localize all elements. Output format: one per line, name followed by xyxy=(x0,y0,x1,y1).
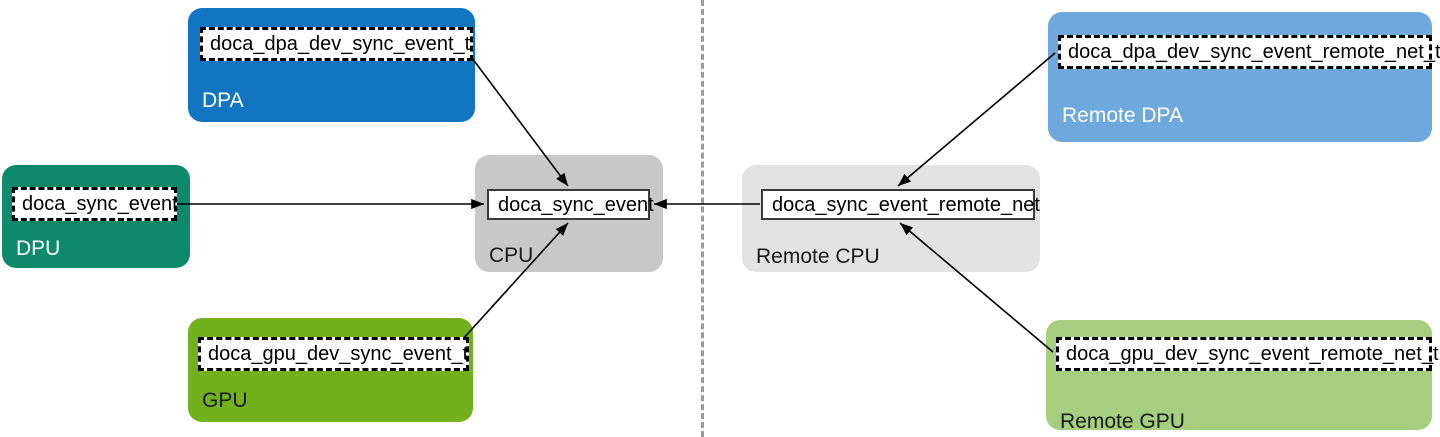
type-chip-dpu[interactable]: doca_sync_event xyxy=(12,187,178,221)
platform-box-remote-dpa[interactable]: Remote DPA xyxy=(1048,12,1432,142)
local-remote-divider xyxy=(701,0,704,437)
platform-label-gpu: GPU xyxy=(202,389,248,412)
platform-label-remote-dpa: Remote DPA xyxy=(1062,104,1183,127)
type-chip-gpu[interactable]: doca_gpu_dev_sync_event_t xyxy=(198,337,469,371)
platform-box-dpa[interactable]: DPA xyxy=(188,8,475,122)
platform-label-remote-gpu: Remote GPU xyxy=(1060,410,1185,433)
type-chip-dpa[interactable]: doca_dpa_dev_sync_event_t xyxy=(200,27,473,61)
platform-label-dpa: DPA xyxy=(202,89,244,112)
platform-label-dpu: DPU xyxy=(16,237,61,260)
type-chip-remote-cpu[interactable]: doca_sync_event_remote_net xyxy=(761,189,1040,220)
type-chip-cpu[interactable]: doca_sync_event xyxy=(487,189,654,220)
platform-label-cpu: CPU xyxy=(489,244,534,267)
type-chip-remote-gpu[interactable]: doca_gpu_dev_sync_event_remote_net_t xyxy=(1056,337,1439,371)
platform-label-remote-cpu: Remote CPU xyxy=(756,245,880,268)
type-chip-remote-dpa[interactable]: doca_dpa_dev_sync_event_remote_net_t xyxy=(1058,35,1440,69)
